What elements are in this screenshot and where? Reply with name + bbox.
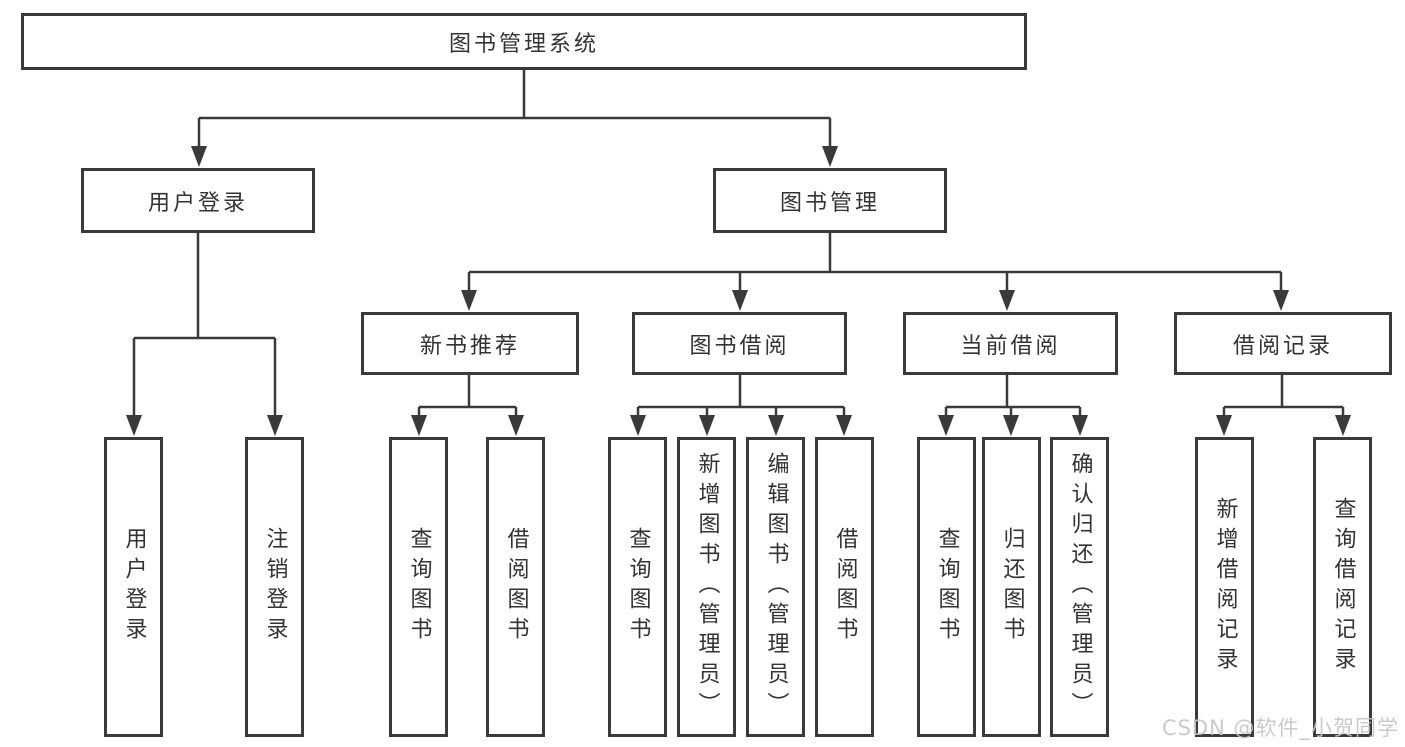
leaf-query-borrow-record: 查询借阅记录: [1313, 437, 1372, 737]
arrowhead: [267, 415, 283, 436]
leaf-return-books: 归还图书: [982, 437, 1041, 737]
arrowhead: [630, 415, 646, 436]
node-user-login-label: 用户登录: [147, 190, 248, 216]
csdn-watermark: CSDN @软件_小贺同学: [1161, 716, 1399, 740]
arrowhead: [1003, 415, 1019, 436]
arrowhead: [191, 146, 207, 167]
arrowhead: [1216, 415, 1232, 436]
leaf-borrow-books: 借阅图书: [815, 437, 874, 737]
arrowhead: [1072, 415, 1088, 436]
node-new-book-recommend-label: 新书推荐: [419, 333, 520, 359]
connector-current-borrowing: [944, 375, 1082, 418]
leaf-add-book-admin: 新增图书（管理员）: [677, 437, 736, 737]
connector-borrowing-records: [1222, 375, 1345, 418]
node-current-borrowing-label: 当前借阅: [960, 333, 1061, 359]
leaf-query-books-label: 查询图书: [406, 527, 432, 647]
arrowhead: [1335, 415, 1351, 436]
connector-new-book: [417, 375, 518, 418]
connector-book-management: [467, 233, 1283, 293]
node-borrowing-records-label: 借阅记录: [1232, 333, 1333, 359]
node-book-borrowing-label: 图书借阅: [689, 333, 790, 359]
node-book-management: 图书管理: [713, 168, 947, 233]
arrowhead: [822, 146, 838, 167]
connector-book-borrowing: [636, 375, 846, 418]
leaf-edit-book-admin: 编辑图书（管理员）: [746, 437, 805, 737]
connector-root: [197, 70, 832, 150]
arrowhead: [836, 415, 852, 436]
leaf-logout: 注销登录: [245, 437, 304, 737]
leaf-query-books-label: 查询图书: [934, 527, 960, 647]
arrowheads: [126, 146, 1351, 436]
leaf-query-books: 查询图书: [917, 437, 976, 737]
arrowhead: [768, 415, 784, 436]
arrowhead: [508, 415, 524, 436]
leaf-query-books: 查询图书: [608, 437, 667, 737]
leaf-add-book-admin-label: 新增图书（管理员）: [694, 452, 720, 722]
arrowhead: [699, 415, 715, 436]
node-root: 图书管理系统: [21, 13, 1027, 70]
node-borrowing-records: 借阅记录: [1174, 312, 1392, 375]
leaf-borrow-books-label: 借阅图书: [503, 527, 529, 647]
arrowhead: [999, 290, 1015, 311]
leaf-confirm-return-admin: 确认归还（管理员）: [1050, 437, 1109, 737]
leaf-add-borrow-record: 新增借阅记录: [1195, 437, 1254, 737]
arrowhead: [1273, 290, 1289, 311]
arrowhead: [411, 415, 427, 436]
node-book-management-label: 图书管理: [779, 190, 880, 216]
leaf-borrow-books-label: 借阅图书: [832, 527, 858, 647]
leaf-borrow-books: 借阅图书: [486, 437, 545, 737]
arrowhead: [126, 415, 142, 436]
arrowhead: [732, 290, 748, 311]
leaf-user-login: 用户登录: [104, 437, 163, 737]
node-user-login: 用户登录: [81, 168, 315, 233]
node-book-borrowing: 图书借阅: [632, 312, 847, 375]
connector-paths: [132, 70, 1345, 418]
leaf-query-books: 查询图书: [389, 437, 448, 737]
leaf-query-borrow-record-label: 查询借阅记录: [1330, 497, 1356, 677]
node-new-book-recommend: 新书推荐: [361, 312, 579, 375]
leaf-add-borrow-record-label: 新增借阅记录: [1212, 497, 1238, 677]
arrowhead: [938, 415, 954, 436]
connector-user-login: [132, 233, 277, 418]
arrowhead: [461, 290, 477, 311]
leaf-user-login-label: 用户登录: [121, 527, 147, 647]
node-root-label: 图书管理系统: [448, 31, 599, 57]
leaf-edit-book-admin-label: 编辑图书（管理员）: [763, 452, 789, 722]
node-current-borrowing: 当前借阅: [903, 312, 1118, 375]
leaf-confirm-return-admin-label: 确认归还（管理员）: [1067, 452, 1093, 722]
leaf-return-books-label: 归还图书: [999, 527, 1025, 647]
leaf-logout-label: 注销登录: [262, 527, 288, 647]
leaf-query-books-label: 查询图书: [625, 527, 651, 647]
